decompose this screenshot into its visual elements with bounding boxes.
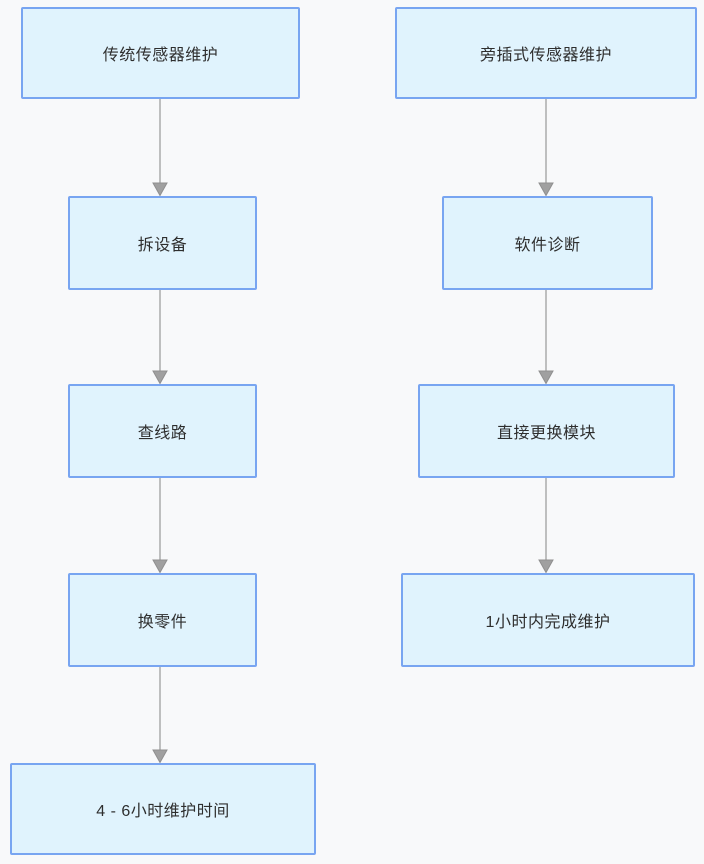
node-label: 4 - 6小时维护时间 xyxy=(96,803,230,820)
node-replace-module: 直接更换模块 xyxy=(418,384,675,478)
flow-arrow xyxy=(152,99,168,196)
flow-arrow xyxy=(152,667,168,763)
node-maintenance-time-1h: 1小时内完成维护 xyxy=(401,573,695,667)
flow-arrow xyxy=(538,478,554,573)
node-replace-parts: 换零件 xyxy=(68,573,257,667)
node-label: 旁插式传感器维护 xyxy=(479,47,612,64)
node-traditional-maintenance-title: 传统传感器维护 xyxy=(21,7,300,99)
flow-arrow xyxy=(152,478,168,573)
node-label: 传统传感器维护 xyxy=(102,47,219,64)
node-label: 换零件 xyxy=(137,614,188,631)
node-disassemble-device: 拆设备 xyxy=(68,196,257,290)
node-check-wiring: 查线路 xyxy=(68,384,257,478)
node-maintenance-time-4-6h: 4 - 6小时维护时间 xyxy=(10,763,316,855)
flow-arrow xyxy=(152,290,168,384)
node-label: 软件诊断 xyxy=(514,237,581,254)
node-label: 拆设备 xyxy=(137,237,188,254)
flow-arrow xyxy=(538,290,554,384)
node-label: 直接更换模块 xyxy=(496,425,596,442)
node-label: 1小时内完成维护 xyxy=(485,614,611,631)
node-software-diagnosis: 软件诊断 xyxy=(442,196,653,290)
flow-arrow xyxy=(538,99,554,196)
node-label: 查线路 xyxy=(137,425,188,442)
node-plugin-maintenance-title: 旁插式传感器维护 xyxy=(395,7,697,99)
